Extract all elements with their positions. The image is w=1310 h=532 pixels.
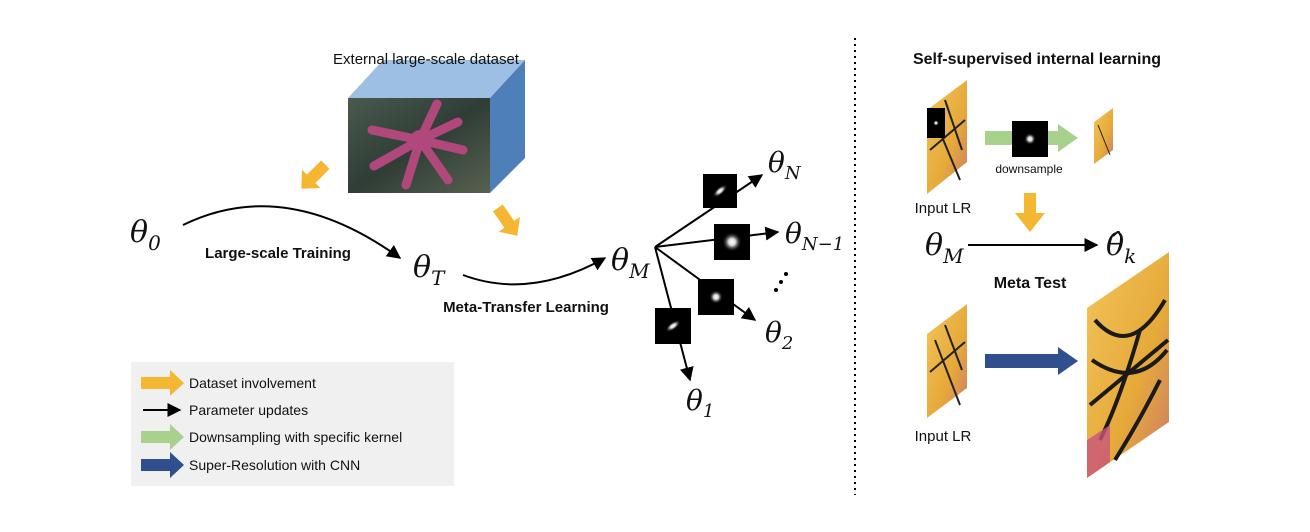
dataset-arrow-down (1015, 193, 1045, 232)
downsample-kernel-box (1012, 121, 1048, 157)
branch-n-arrow (654, 174, 764, 248)
theta-n-minus-1: θN−1 (785, 217, 844, 255)
theta-0: θ0 (130, 215, 161, 255)
legend: Dataset involvement Parameter updates Do… (131, 362, 454, 486)
kernel-box-1 (655, 308, 691, 344)
dataset-label: External large-scale dataset (333, 51, 520, 68)
large-scale-training-arrow (182, 205, 402, 259)
meta-transfer-arrow (462, 257, 607, 286)
super-resolution-arrow (985, 347, 1078, 375)
meta-test-label: Meta Test (994, 275, 1067, 292)
right-theta-m: θM (925, 228, 964, 268)
input-lr-image-bottom (927, 304, 967, 418)
legend-downsample-arrow-icon (141, 424, 184, 450)
legend-sr-arrow-icon (141, 452, 184, 478)
downsample-label: downsample (995, 162, 1063, 176)
legend-parameter-updates: Parameter updates (189, 402, 308, 418)
dataset-arrow-left (301, 160, 330, 189)
legend-background (131, 362, 454, 486)
cube-top-face (348, 60, 525, 98)
theta-hat-k: θ̂k (1106, 228, 1136, 268)
dataset-cube: External large-scale dataset (333, 51, 525, 193)
ellipsis-dots (774, 272, 788, 292)
self-supervised-title: Self-supervised internal learning (913, 51, 1161, 68)
dataset-arrow-right (492, 204, 520, 236)
input-lr-label-bottom: Input LR (915, 428, 972, 445)
kernel-box-n (703, 174, 737, 208)
legend-dataset-involvement: Dataset involvement (189, 375, 316, 391)
theta-m: θM (611, 243, 650, 283)
legend-downsampling: Downsampling with specific kernel (189, 429, 402, 445)
theta-n: θN (768, 146, 802, 184)
kernel-box-n1 (714, 224, 750, 260)
input-lr-image-top (927, 80, 967, 194)
meta-transfer-learning-label: Meta-Transfer Learning (443, 299, 609, 316)
input-lr-label-top: Input LR (915, 200, 972, 217)
legend-super-resolution: Super-Resolution with CNN (189, 457, 360, 473)
downsampled-image (1094, 108, 1113, 164)
legend-dataset-arrow-icon (141, 370, 184, 396)
cube-side-face (490, 60, 525, 193)
sr-output-image (1087, 252, 1170, 478)
theta-2: θ2 (765, 316, 793, 354)
theta-1: θ1 (686, 384, 714, 422)
kernel-box-2 (698, 279, 734, 315)
theta-t: θT (413, 250, 446, 290)
large-scale-training-label: Large-scale Training (205, 245, 351, 262)
